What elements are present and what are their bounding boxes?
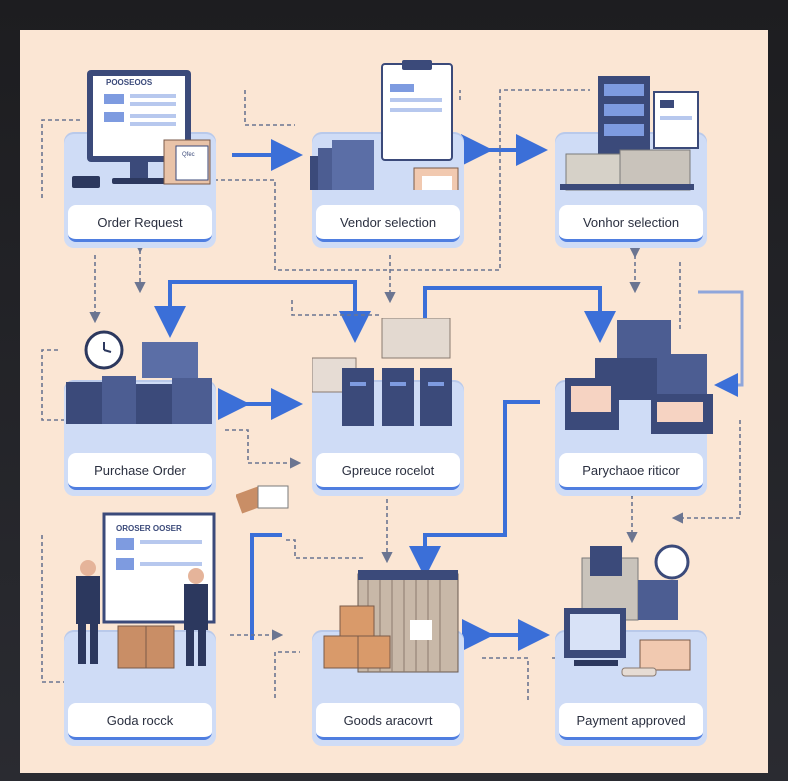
loop-arrow: [698, 290, 744, 397]
diagram-canvas: Order Request POOSEOOS Qfec Vendor selec…: [20, 30, 768, 773]
qfec-box-text: Qfec: [182, 152, 195, 158]
dash-18: [41, 535, 68, 683]
dash-17: [286, 539, 365, 559]
arrow-recipient-to-goods: [409, 400, 540, 578]
node-label: Goda rocck: [68, 703, 212, 740]
arrow-to-receipt-left: [270, 280, 371, 343]
node-label: Goods aracovrt: [316, 703, 460, 740]
paper-stacks-icon: [66, 330, 236, 430]
dash-1: [41, 119, 80, 200]
dash-8: [291, 300, 380, 316]
meeting-people-icon: [64, 512, 244, 672]
node-label: Gpreuce rocelot: [316, 453, 460, 490]
node-label: Payment approved: [559, 703, 703, 740]
dash-4: [200, 89, 590, 271]
monitor-title: POOSEOOS: [106, 78, 153, 87]
arrow-goodsrack-up: [250, 533, 282, 640]
node-label: Vonhor selection: [559, 205, 703, 242]
dash-12: [41, 349, 80, 421]
dash-16: [671, 420, 741, 524]
arrow-to-recipient: [423, 286, 616, 343]
dash-13: [225, 429, 302, 469]
node-label: Parychaoe riticor: [559, 453, 703, 490]
arrow-to-purchase-order: [154, 280, 270, 338]
envelope-icon: [236, 482, 296, 522]
node-label: Order Request: [68, 205, 212, 242]
node-goods-rack: Goda rocck: [64, 630, 216, 746]
computer-icon: [72, 68, 242, 198]
payment-desk-icon: [560, 540, 720, 680]
server-docs-icon: [560, 74, 720, 194]
clipboard-docs-icon: [310, 60, 480, 190]
node-label: Vendor selection: [316, 205, 460, 242]
board-title: OROSER OOSER: [116, 524, 182, 533]
connectors: [41, 70, 744, 702]
warehouse-boxes-icon: [310, 570, 470, 680]
lockers-icon: [312, 318, 462, 428]
node-label: Purchase Order: [68, 453, 212, 490]
shipping-boxes-icon: [565, 318, 725, 438]
dash-20: [274, 651, 300, 698]
dash-3: [244, 90, 295, 126]
dash-21: [482, 657, 529, 702]
